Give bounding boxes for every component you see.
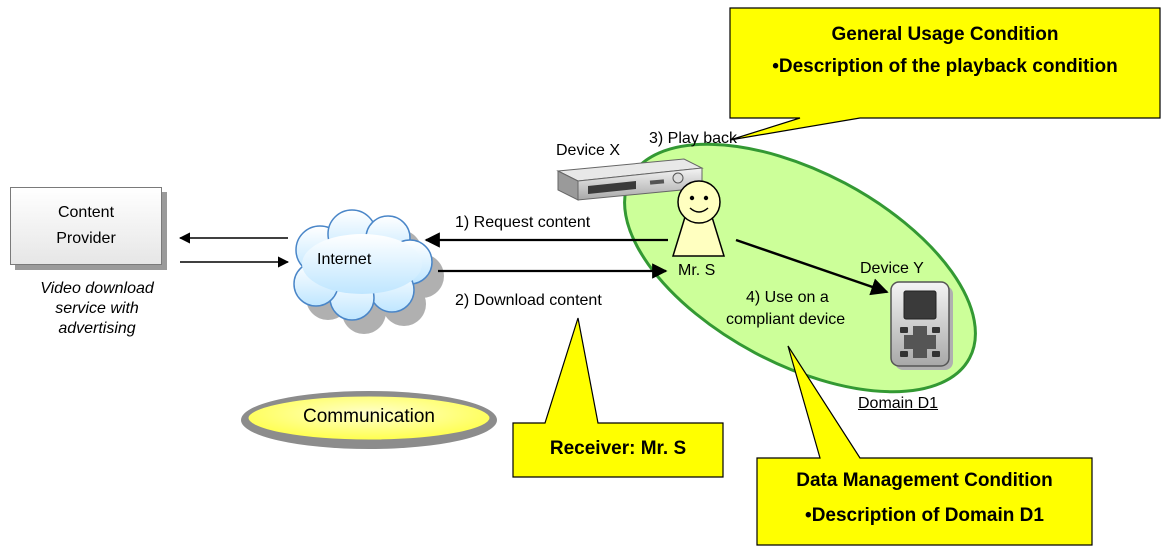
use-device-label-line1: 4) Use on a xyxy=(746,289,829,306)
service-note-line1: Video download xyxy=(40,280,154,297)
mr-s-label: Mr. S xyxy=(678,262,716,279)
device-x-recorder-icon xyxy=(556,158,704,201)
content-provider-box: Content Provider xyxy=(10,187,162,265)
use-device-label-line2: compliant device xyxy=(726,311,846,328)
playback-label: 3) Play back xyxy=(649,130,738,147)
receiver-text: Receiver: Mr. S xyxy=(549,438,687,459)
communication-ellipse xyxy=(245,393,493,443)
service-note-line3: advertising xyxy=(58,320,136,337)
general-usage-item: •Description of the playback condition xyxy=(772,56,1118,77)
service-note-line2: service with xyxy=(55,300,139,317)
request-content-label: 1) Request content xyxy=(455,214,591,231)
general-usage-title: General Usage Condition xyxy=(831,24,1059,45)
data-management-item: •Description of Domain D1 xyxy=(805,505,1044,526)
mr-s-person-icon xyxy=(671,180,726,257)
internet-label: Internet xyxy=(317,251,372,268)
domain-label: Domain D1 xyxy=(858,395,939,412)
content-provider-line2: Provider xyxy=(56,230,116,247)
general-usage-callout xyxy=(729,7,1161,141)
receiver-callout xyxy=(512,317,724,478)
internet-cloud xyxy=(293,209,444,334)
device-y-label: Device Y xyxy=(860,260,924,277)
data-management-callout xyxy=(756,345,1093,546)
communication-label: Communication xyxy=(303,406,435,427)
download-content-label: 2) Download content xyxy=(455,292,602,309)
device-x-label: Device X xyxy=(556,142,621,159)
data-management-title: Data Management Condition xyxy=(796,470,1053,491)
arrow-use-device xyxy=(735,238,889,296)
content-provider-line1: Content xyxy=(57,204,115,221)
device-y-player-icon xyxy=(890,281,953,370)
